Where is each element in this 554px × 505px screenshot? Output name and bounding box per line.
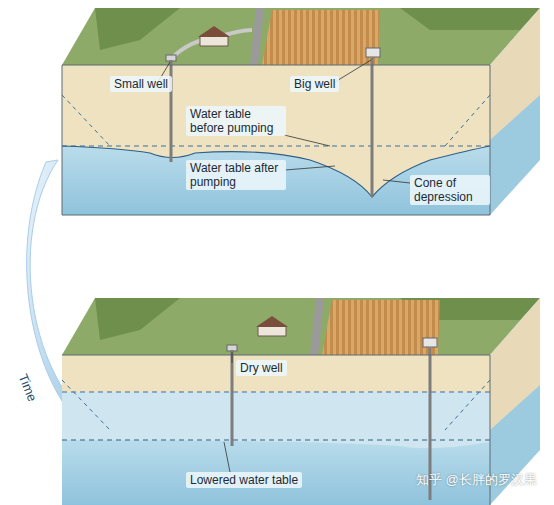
watermark: 知乎 @长胖的罗汉果 xyxy=(412,472,541,488)
side-soil xyxy=(490,8,540,140)
leader-line xyxy=(335,60,371,82)
road xyxy=(310,298,324,355)
pump-house xyxy=(423,338,437,347)
former-water-table xyxy=(62,392,490,393)
hill xyxy=(95,298,180,340)
slope-line xyxy=(62,95,110,146)
crop-field xyxy=(262,10,380,65)
block-edge xyxy=(62,65,490,215)
groundwater xyxy=(62,146,490,215)
time-label: Time xyxy=(13,368,41,408)
cone-label: Cone of depression xyxy=(410,175,490,205)
water-table-label: Water table after pumping xyxy=(186,160,286,190)
original-water-table xyxy=(62,145,490,146)
leader-line xyxy=(284,135,330,146)
house-roof xyxy=(198,26,230,37)
drained-zone xyxy=(62,392,490,505)
road xyxy=(250,8,264,65)
side-soil xyxy=(490,298,540,430)
leader-line xyxy=(232,352,233,363)
well-label: Small well xyxy=(110,76,172,92)
terrain-top xyxy=(62,8,540,65)
well-label: Big well xyxy=(290,76,339,92)
water-table-label: Lowered water table xyxy=(186,472,302,488)
house-roof xyxy=(256,316,288,327)
hill xyxy=(95,8,180,50)
leader-line xyxy=(383,180,410,183)
water-table-label: Water table before pumping xyxy=(186,106,286,136)
terrain-top xyxy=(62,298,540,355)
big-well-pipe xyxy=(371,58,374,197)
before-block xyxy=(62,8,540,215)
after-block xyxy=(62,298,540,505)
dry-well-pipe xyxy=(231,350,234,446)
slope-line xyxy=(445,95,490,146)
lowered-water-table-line xyxy=(62,439,490,440)
crop-field xyxy=(322,300,440,355)
leader-line xyxy=(285,166,335,170)
pump-house xyxy=(366,48,380,57)
leader-line xyxy=(224,442,230,472)
well-label: Dry well xyxy=(236,360,287,376)
side-face xyxy=(490,8,540,215)
slope-line xyxy=(62,380,110,430)
slope-line xyxy=(445,380,490,430)
soil-face xyxy=(62,65,490,215)
hill xyxy=(400,8,540,30)
